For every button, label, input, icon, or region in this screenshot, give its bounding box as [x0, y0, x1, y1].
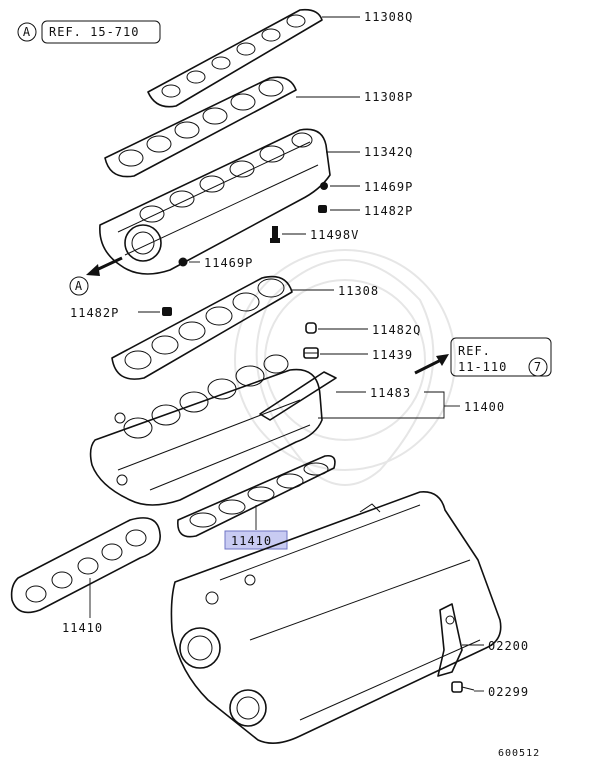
ref-right-box [450, 337, 552, 377]
bracket-02200 [437, 603, 463, 677]
gasket-11308 [111, 275, 293, 380]
part-label-11410-highlight: 11410 [231, 534, 272, 548]
arrow-marker-circle-label: A [75, 279, 83, 293]
nut-11469p-upper [320, 182, 328, 190]
gasket-11308q [147, 8, 323, 108]
lower-intake-11400 [89, 354, 323, 506]
part-label-11483: 11483 [370, 386, 411, 400]
part-label-11469p-upper: 11469P [364, 180, 413, 194]
part-label-11482p-lower: 11482P [70, 306, 119, 320]
part-label-11469p-lower: 11469P [204, 256, 253, 270]
gasket-11410-large [10, 517, 161, 614]
highlight-11410 [224, 530, 288, 550]
washer-11482p-upper [318, 205, 327, 213]
part-label-11308: 11308 [338, 284, 379, 298]
ref-right-circle-icon [528, 357, 548, 377]
gasket-11308p [104, 76, 297, 178]
part-label-11308p: 11308P [364, 90, 413, 104]
ref-right: REF. 11-110 7 [414, 337, 552, 377]
part-label-11400: 11400 [464, 400, 505, 414]
nut-11469p-lower [178, 257, 188, 267]
cylinder-head [170, 491, 502, 744]
upper-intake-11342q [99, 128, 331, 275]
bolt-11498v [270, 226, 280, 243]
part-label-11439: 11439 [372, 348, 413, 362]
ref-right-line2: 11-110 [458, 360, 507, 374]
arrow-marker-circle-icon [69, 276, 89, 296]
ref-top-box [41, 20, 161, 44]
part-label-11482p-upper: 11482P [364, 204, 413, 218]
ref-right-circle-label: 7 [534, 360, 542, 374]
ref-top: A REF. 15-710 [17, 20, 161, 44]
watermark-emblem [234, 249, 456, 486]
ref-top-text: REF. 15-710 [49, 25, 139, 39]
arrow-marker-a: A [69, 256, 123, 296]
nut-11439 [303, 347, 319, 359]
stud-11483 [259, 371, 337, 421]
bolt-02299 [451, 681, 475, 693]
part-label-11410-left: 11410 [62, 621, 103, 635]
gasket-11410-small [177, 454, 336, 538]
washer-11482p-lower [162, 307, 172, 316]
washer-11482q [305, 322, 317, 334]
part-label-11308q: 11308Q [364, 10, 413, 24]
ref-top-circle-label: A [23, 25, 31, 39]
part-label-02200: 02200 [488, 639, 529, 653]
part-label-11342q: 11342Q [364, 145, 413, 159]
part-label-02299: 02299 [488, 685, 529, 699]
part-label-11482q: 11482Q [372, 323, 421, 337]
figure-code: 600512 [498, 748, 540, 759]
ref-right-line1: REF. [458, 344, 491, 358]
ref-top-circle-icon [17, 22, 37, 42]
part-label-11498v: 11498V [310, 228, 359, 242]
